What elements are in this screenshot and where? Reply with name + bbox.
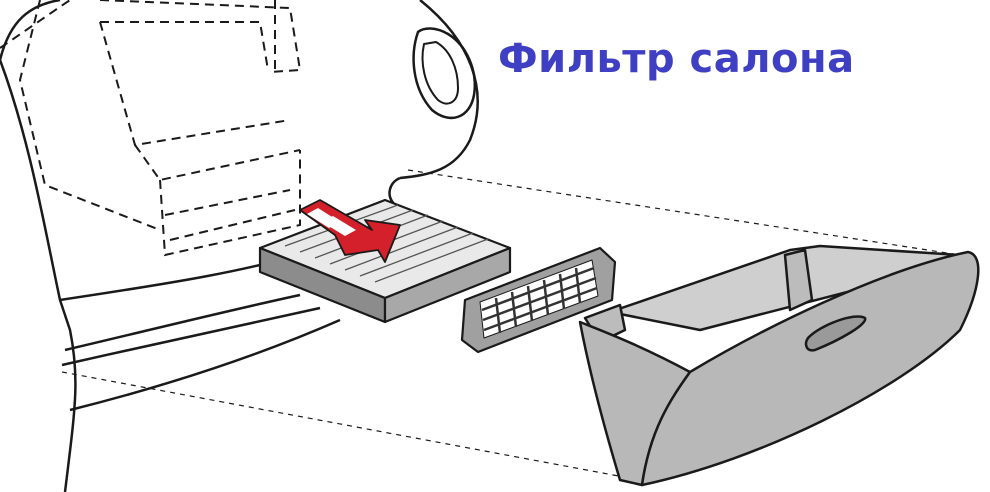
diagram-title: Фильтр салона — [498, 36, 855, 82]
insert-arrow — [299, 199, 401, 263]
dashboard-outline — [0, 0, 479, 492]
glove-box — [578, 244, 980, 487]
filter-cover-grille — [460, 246, 617, 354]
hidden-outline — [0, 0, 961, 481]
